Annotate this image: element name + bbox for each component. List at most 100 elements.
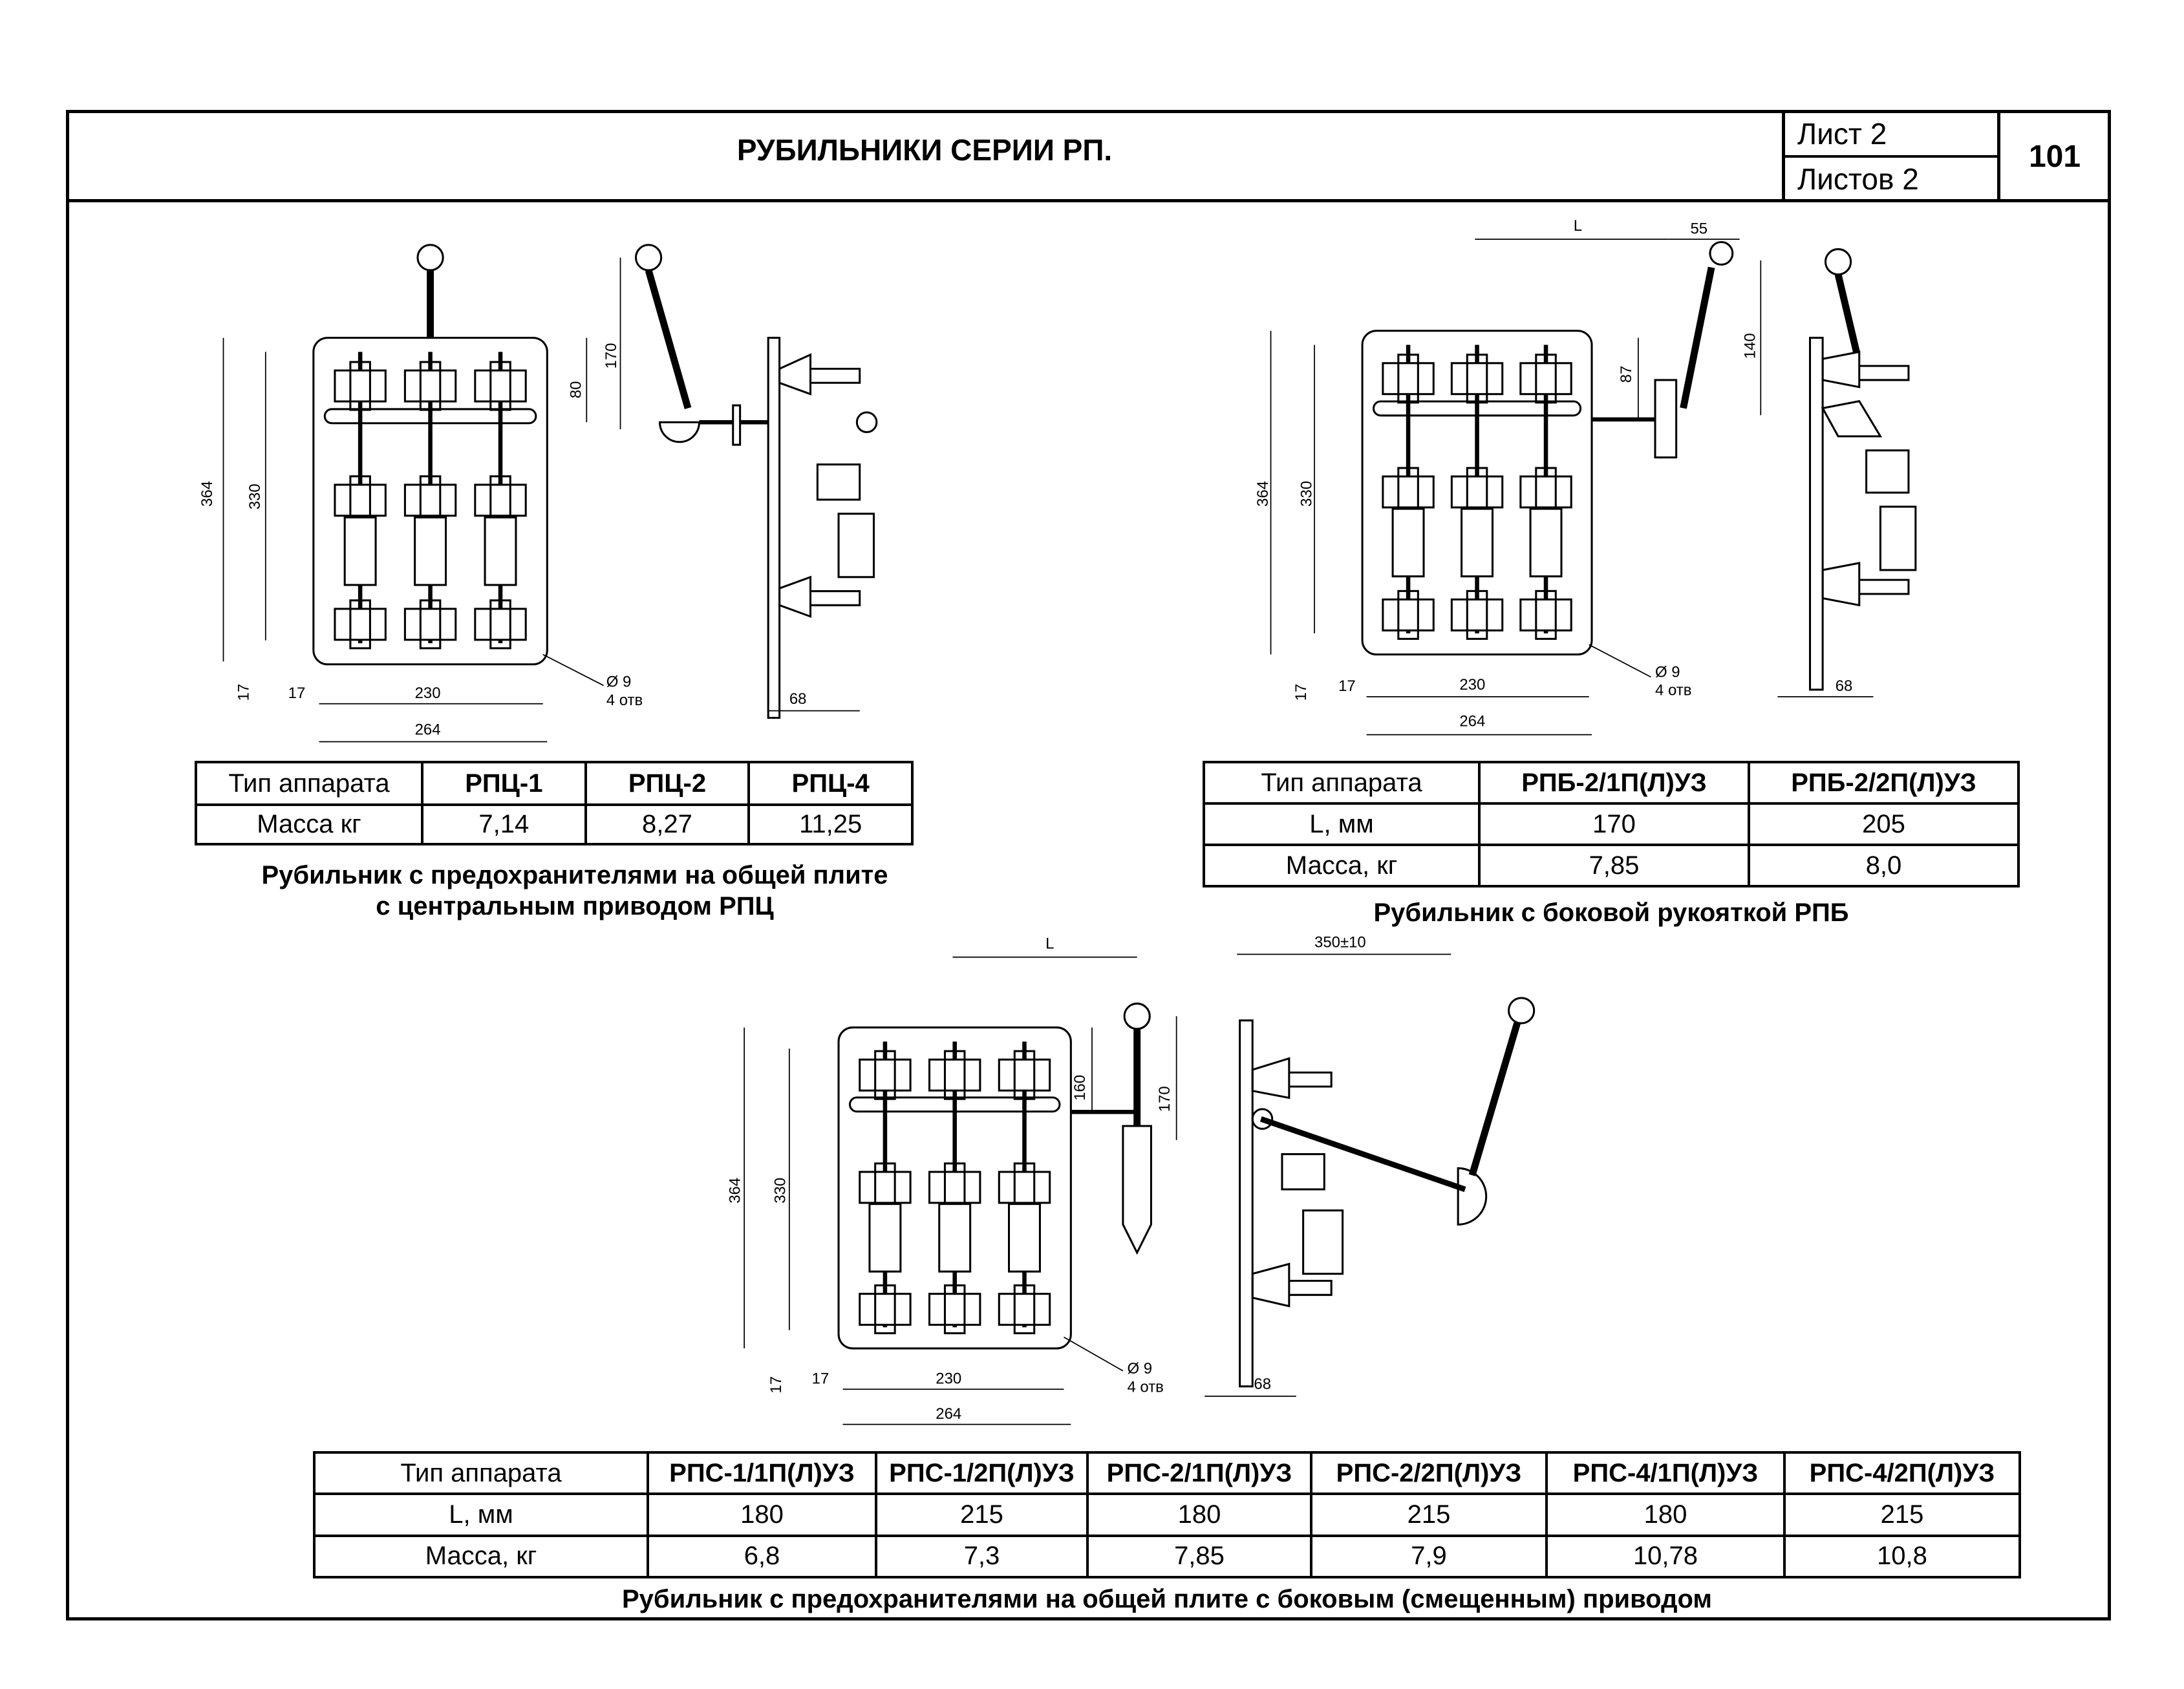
dim-label: 264 (1459, 713, 1485, 730)
dim-label: 350±10 (1314, 933, 1366, 951)
table-cell: 8,0 (1748, 844, 2020, 887)
contact-jaw (489, 361, 511, 411)
dim-label: 17 (767, 1376, 785, 1394)
table-header: РПЦ-4 (747, 761, 914, 806)
dimension-lines (222, 239, 1874, 1425)
contact-block (403, 483, 457, 517)
fuse (414, 516, 447, 586)
dim-label: Ø 9 (1655, 663, 1680, 681)
contact-block (334, 608, 387, 641)
contact-block (474, 608, 527, 641)
dim-label: 4 отв (1655, 682, 1691, 699)
table-cell: Масса, кг (313, 1534, 649, 1579)
dim-label: 140 (1742, 333, 1759, 359)
dim-label: 87 (1618, 366, 1635, 383)
contact-block (1382, 362, 1435, 396)
contact-jaw (1013, 1050, 1036, 1100)
table-cell: 215 (1783, 1492, 2021, 1537)
fuse (484, 516, 517, 586)
contact-block (1450, 598, 1504, 632)
table-header: РПС-1/2П(Л)УЗ (875, 1450, 1089, 1496)
fuse (1391, 507, 1425, 578)
table-cell: L, мм (1203, 802, 1481, 846)
dim-label: 17 (235, 684, 253, 701)
table-cell: Масса, кг (1203, 844, 1481, 887)
fuse (1008, 1203, 1041, 1273)
dim-label: 17 (1292, 684, 1310, 701)
table-header: РПС-4/2П(Л)УЗ (1783, 1450, 2021, 1496)
dim-label: L (1045, 935, 1054, 953)
contact-jaw (419, 599, 442, 650)
contact-jaw (943, 1284, 966, 1335)
fuse (868, 1203, 902, 1273)
contact-block (859, 1058, 912, 1092)
dim-label: 170 (1156, 1086, 1173, 1112)
fuse (1529, 507, 1563, 578)
rps-caption: Рубильник с предохранителями на общей пл… (622, 1585, 1712, 1613)
table-cell: 6,8 (647, 1534, 877, 1579)
contact-jaw (943, 1050, 966, 1100)
contact-block (474, 369, 527, 403)
sheet-frame (66, 110, 2111, 1620)
table-cell: Тип аппарата (1203, 761, 1481, 805)
table-cell: 205 (1748, 802, 2020, 846)
table-header: РПБ-2/2П(Л)УЗ (1748, 761, 2020, 805)
contact-block (403, 608, 457, 641)
rps-side-view (1071, 997, 1536, 1388)
contact-block (998, 1058, 1051, 1092)
page-title: РУБИЛЬНИКИ СЕРИИ РП. (736, 133, 1113, 167)
contact-jaw (1535, 354, 1557, 404)
contact-block (998, 1293, 1051, 1326)
dim-label: 364 (198, 481, 216, 507)
table-header: РПС-2/1П(Л)УЗ (1086, 1450, 1312, 1496)
header-divider (66, 199, 2111, 202)
dim-label: 68 (1254, 1376, 1271, 1393)
dim-label: 68 (1836, 677, 1853, 695)
dim-label: 330 (1298, 481, 1316, 507)
rps-front-view (837, 1026, 1072, 1350)
table-cell: Тип аппарата (313, 1450, 649, 1496)
caption-line: Рубильник с предохранителями на общей пл… (261, 861, 888, 889)
dim-label: 4 отв (606, 692, 643, 709)
dim-label: 364 (1254, 481, 1272, 507)
dim-label: 17 (288, 685, 306, 702)
contact-block (859, 1171, 912, 1204)
contact-block (859, 1293, 912, 1326)
table-header: РПС-2/2П(Л)УЗ (1310, 1450, 1548, 1496)
dim-label: 68 (789, 690, 807, 708)
table-header: РПЦ-1 (421, 761, 587, 806)
contact-block (1519, 598, 1572, 632)
contact-jaw (349, 361, 371, 411)
contact-jaw (489, 599, 511, 650)
table-cell: 7,14 (421, 803, 587, 845)
contact-jaw (1397, 590, 1419, 640)
table-cell: 7,9 (1310, 1534, 1548, 1579)
contact-block (334, 369, 387, 403)
table-header: РПС-4/1П(Л)УЗ (1545, 1450, 1786, 1496)
table-cell: 180 (647, 1492, 877, 1537)
sheets-count-label: Листов 2 (1797, 162, 1919, 196)
rpb-front-view (1361, 330, 1593, 656)
table-cell: 170 (1478, 802, 1750, 846)
rpc-caption: Рубильник с предохранителями на общей пл… (195, 860, 955, 922)
table-cell: 215 (1310, 1492, 1548, 1537)
table-cell: 215 (875, 1492, 1089, 1537)
contact-block (403, 369, 457, 403)
dim-label: 55 (1690, 220, 1708, 237)
table-cell: Масса кг (195, 803, 423, 845)
contact-block (1519, 475, 1572, 509)
page-number-divider (1997, 110, 2000, 200)
dim-label: Ø 9 (1127, 1360, 1152, 1377)
contact-block (334, 483, 387, 517)
table-cell: 7,85 (1086, 1534, 1312, 1579)
table-cell: Тип аппарата (195, 761, 423, 806)
dim-label: 80 (568, 381, 585, 399)
fuse (1461, 507, 1494, 578)
dim-label: 230 (415, 685, 441, 702)
table-cell: 7,85 (1478, 844, 1750, 887)
fuse (343, 516, 377, 586)
contact-block (1519, 362, 1572, 396)
rpb-side-view (1592, 241, 1917, 691)
